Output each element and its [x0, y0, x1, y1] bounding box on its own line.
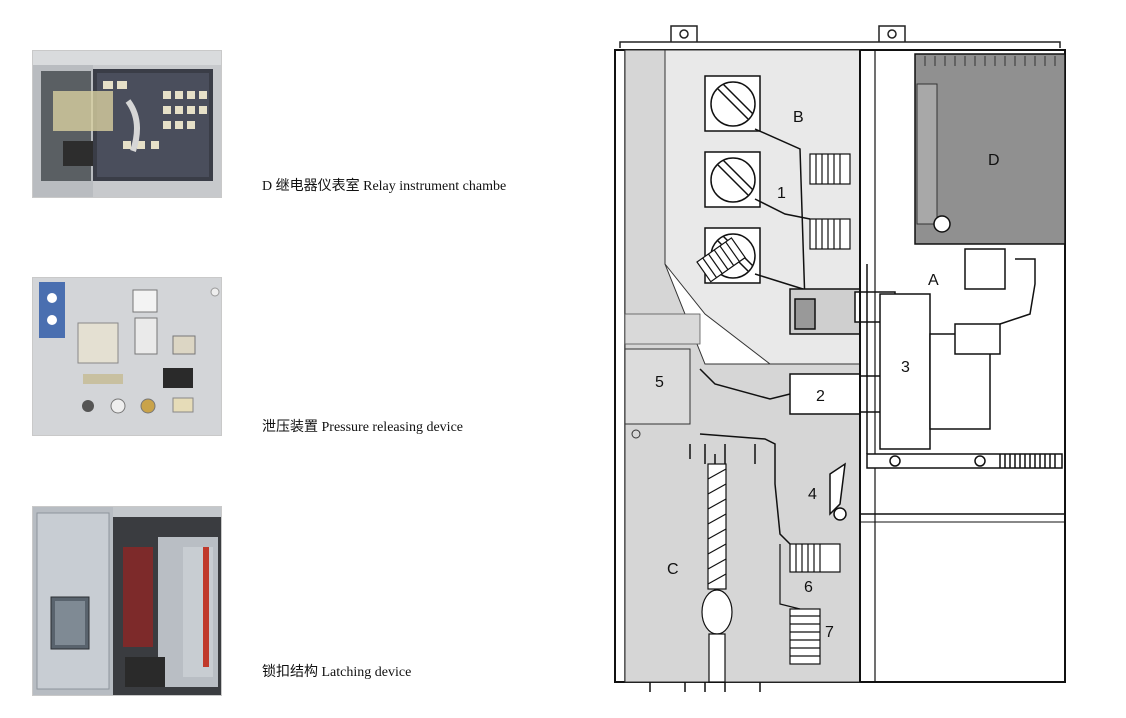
label-2: 2 — [816, 388, 825, 405]
cable-spiral — [701, 463, 733, 683]
lifting-lugs — [670, 25, 906, 42]
label-3: 3 — [901, 359, 910, 376]
relay-chamber-photo — [32, 50, 222, 198]
operating-rail — [866, 453, 1063, 469]
label-4: 4 — [808, 486, 817, 503]
lower-contact — [699, 368, 889, 415]
relay-chamber-illustration — [33, 51, 221, 197]
pressure-device-caption: 泄压装置 Pressure releasing device — [262, 420, 463, 435]
latching-device-photo — [32, 506, 222, 696]
current-transformers — [779, 543, 841, 665]
compartment-5-box — [624, 348, 691, 425]
label-1: 1 — [777, 185, 786, 202]
label-6: 6 — [804, 579, 813, 596]
latching-device-illustration — [33, 507, 221, 695]
label-D: D — [988, 152, 1000, 169]
low-voltage-compartment-D — [914, 53, 1066, 245]
latching-device-caption: 锁扣结构 Latching device — [262, 665, 412, 680]
pressure-device-illustration — [33, 278, 221, 435]
label-C: C — [667, 561, 679, 578]
label-7: 7 — [825, 624, 834, 641]
label-A: A — [928, 272, 939, 289]
earthing-switch — [829, 462, 847, 521]
switchgear-cross-section-diagram: B D 1 A 3 5 2 4 C 6 7 — [614, 25, 1066, 692]
insulation-bellows — [696, 153, 851, 283]
label-B: B — [793, 109, 804, 126]
pressure-device-photo — [32, 277, 222, 436]
circuit-breaker-compartment-A — [879, 248, 1036, 450]
relay-chamber-caption: D 继电器仪表室 Relay instrument chambe — [262, 179, 507, 194]
label-5: 5 — [655, 374, 664, 391]
